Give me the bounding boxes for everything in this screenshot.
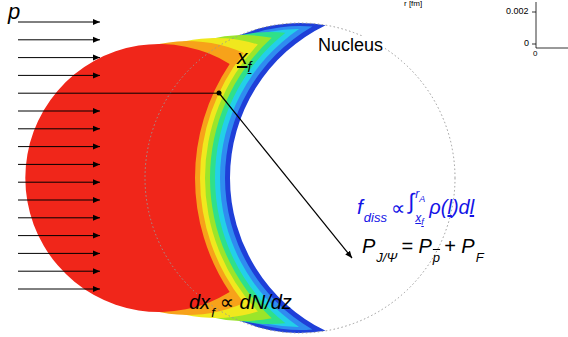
beam-arrow <box>18 75 100 76</box>
formula-symbol: l <box>470 197 474 217</box>
formula-subscript: A <box>419 195 425 204</box>
axis-title: r [fm] <box>404 0 422 8</box>
beam-arrow <box>18 182 100 183</box>
formula-subscript: p <box>433 251 440 264</box>
formula-bound: x <box>415 212 421 224</box>
formula-subscript: f <box>421 218 424 227</box>
formula-symbol: P <box>362 236 375 256</box>
formula-symbol: ρ( <box>429 197 447 217</box>
beam-arrow <box>18 200 100 201</box>
beam-symbol: p <box>8 1 20 23</box>
plot-axis <box>536 48 568 49</box>
formula-symbol: = P <box>401 236 432 256</box>
beam-arrow <box>18 57 100 58</box>
beam-arrow <box>18 217 100 218</box>
beam-arrow <box>18 39 100 40</box>
formula-subscript: diss <box>364 211 387 224</box>
formation-point <box>217 91 222 96</box>
plot-axis <box>536 2 537 48</box>
beam-arrow <box>18 128 100 129</box>
nucleus-outline <box>145 23 455 333</box>
plot-tick <box>532 44 536 45</box>
tick-label: 0 <box>524 39 529 48</box>
beam-arrow <box>18 235 100 236</box>
formula-symbol: ∫ <box>408 191 414 213</box>
beam-arrow <box>18 164 100 165</box>
density-band <box>25 44 229 312</box>
beam-arrows <box>18 22 217 289</box>
beam-arrow <box>18 146 100 147</box>
beam-arrow <box>18 253 100 254</box>
formula-symbol: dx <box>189 292 210 312</box>
formula-symbol: f <box>357 196 363 217</box>
formula-symbol: )d <box>452 197 470 217</box>
formula-subscript: F <box>476 251 484 264</box>
formula-bound: r <box>415 188 419 200</box>
beam-arrow <box>18 93 217 94</box>
beam-arrow <box>18 111 100 112</box>
mini-plot <box>532 2 568 48</box>
formation-subscript: f <box>248 60 252 74</box>
beam-arrow <box>18 22 100 23</box>
nucleus-density <box>25 23 325 333</box>
plot-tick <box>532 12 536 13</box>
beam-arrow <box>18 271 100 272</box>
nucleus-label: Nucleus <box>316 36 385 54</box>
formula-symbol: + P <box>444 236 475 256</box>
formation-symbol: x <box>237 46 248 67</box>
beam-arrow <box>18 289 100 290</box>
formula-symbol: ∝ dN/dz <box>220 292 292 312</box>
formula-symbol: ∝ <box>391 198 405 218</box>
tick-label: 0 <box>533 50 537 58</box>
tick-label: 0.002 <box>506 7 529 16</box>
formula-subscript: J/Ψ <box>376 251 397 264</box>
jpsi-track <box>219 93 352 258</box>
formula-subscript: f <box>211 306 215 319</box>
formula-symbol: l <box>447 197 451 217</box>
